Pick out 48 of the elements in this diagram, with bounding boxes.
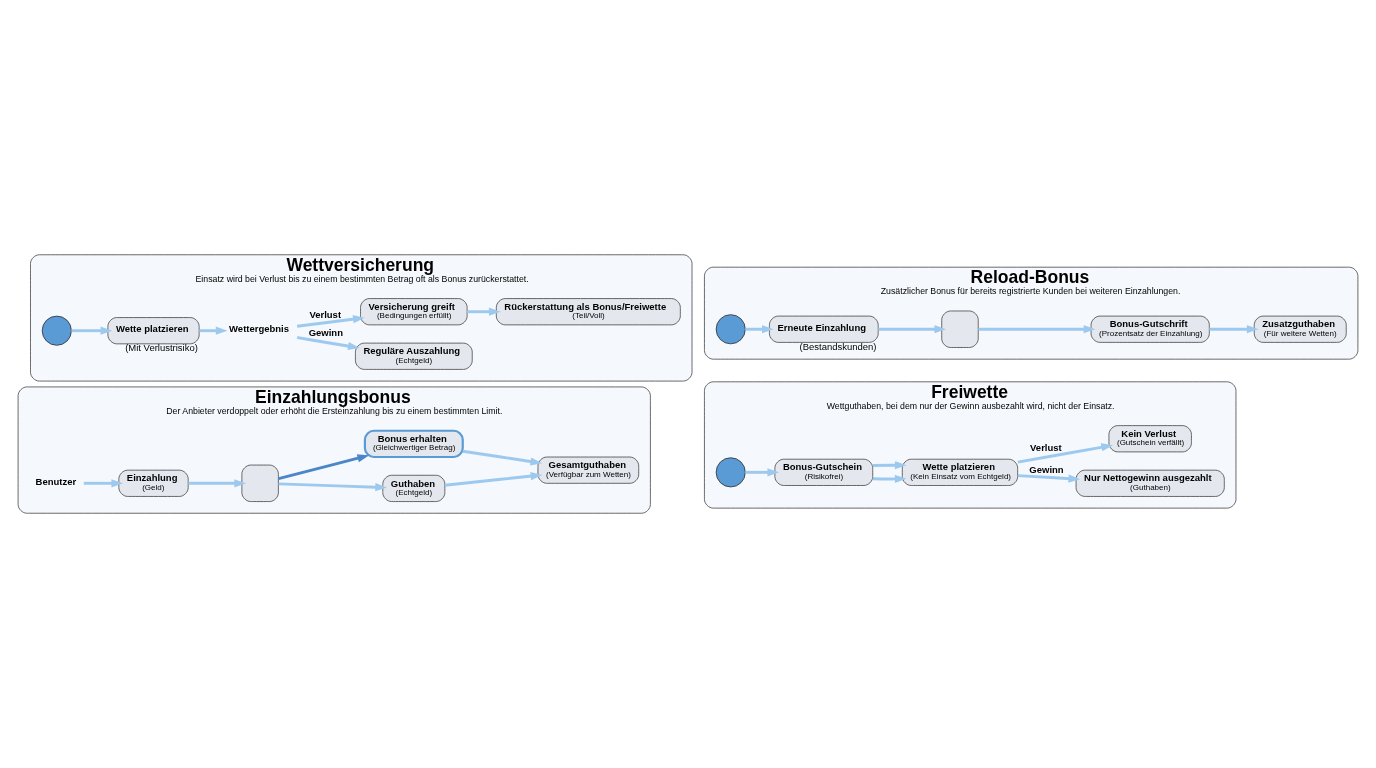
node-box: Wette platzieren (Kein Einsatz vom Echtgeld) [901, 458, 1019, 486]
node-person [41, 315, 72, 346]
arrow [745, 325, 774, 334]
edge-label: Verlust [1030, 442, 1062, 454]
arrow [188, 479, 247, 488]
edge-label: Gewinn [1029, 463, 1064, 475]
node-text: Benutzer [35, 476, 77, 488]
arrow [462, 449, 543, 466]
arrow [83, 479, 124, 488]
node-box: Guthaben (Echtgeld) [382, 474, 446, 502]
node-box: Reguläre Auszahlung (Echtgeld) [355, 342, 473, 370]
node-box: Rückerstattung als Bonus/Freiwette (Teil/Voll) [495, 298, 681, 326]
arrow [1017, 474, 1081, 483]
node-box [941, 310, 979, 348]
arrow [978, 325, 1096, 334]
arrow [872, 474, 907, 484]
edge-label: Gewinn [308, 327, 343, 339]
arrow [71, 326, 113, 335]
arrow [296, 315, 365, 328]
arrow [1209, 325, 1259, 334]
node-box: Kein Verlust (Gutschein verfällt) [1108, 425, 1192, 453]
arrow [199, 326, 228, 335]
node-box: Zusatzguthaben (Für weitere Wetten) [1253, 315, 1347, 343]
edge-label: Verlust [309, 308, 342, 320]
node-box: Erneute Einzahlung [769, 315, 879, 343]
arrow [444, 472, 543, 487]
node-label: (Mit Verlustrisiko) [125, 342, 198, 354]
arrow [878, 325, 947, 334]
node-box: Versicherung greift (Bedingungen erfüllt) [360, 298, 468, 326]
node-box: Bonus-Gutschein (Risikofrei) [774, 458, 874, 486]
arrow [278, 454, 370, 481]
node-box: Einzahlung (Geld) [118, 469, 189, 497]
node-box: Wette platzieren [107, 317, 200, 345]
node-person [715, 457, 746, 488]
node-label: (Bestandskunden) [799, 340, 877, 352]
node-box: Bonus-Gutschrift (Prozentsatz der Einzahlung) [1090, 315, 1210, 343]
node-box: Bonus erhalten (Gleichwertiger Betrag) [363, 429, 464, 459]
arrow [278, 482, 387, 492]
arrow [467, 307, 501, 316]
arrow [296, 336, 360, 351]
arrow [745, 468, 780, 477]
arrow [872, 461, 907, 470]
node-box: Nur Nettogewinn ausgezahlt (Guthaben) [1075, 469, 1225, 497]
arrow [1017, 443, 1114, 464]
node-box [241, 464, 279, 502]
node-person [715, 314, 746, 345]
node-box: Gesamtguthaben (Verfügbar zum Wetten) [537, 456, 640, 484]
node-text: Wettergebnis [229, 323, 289, 335]
